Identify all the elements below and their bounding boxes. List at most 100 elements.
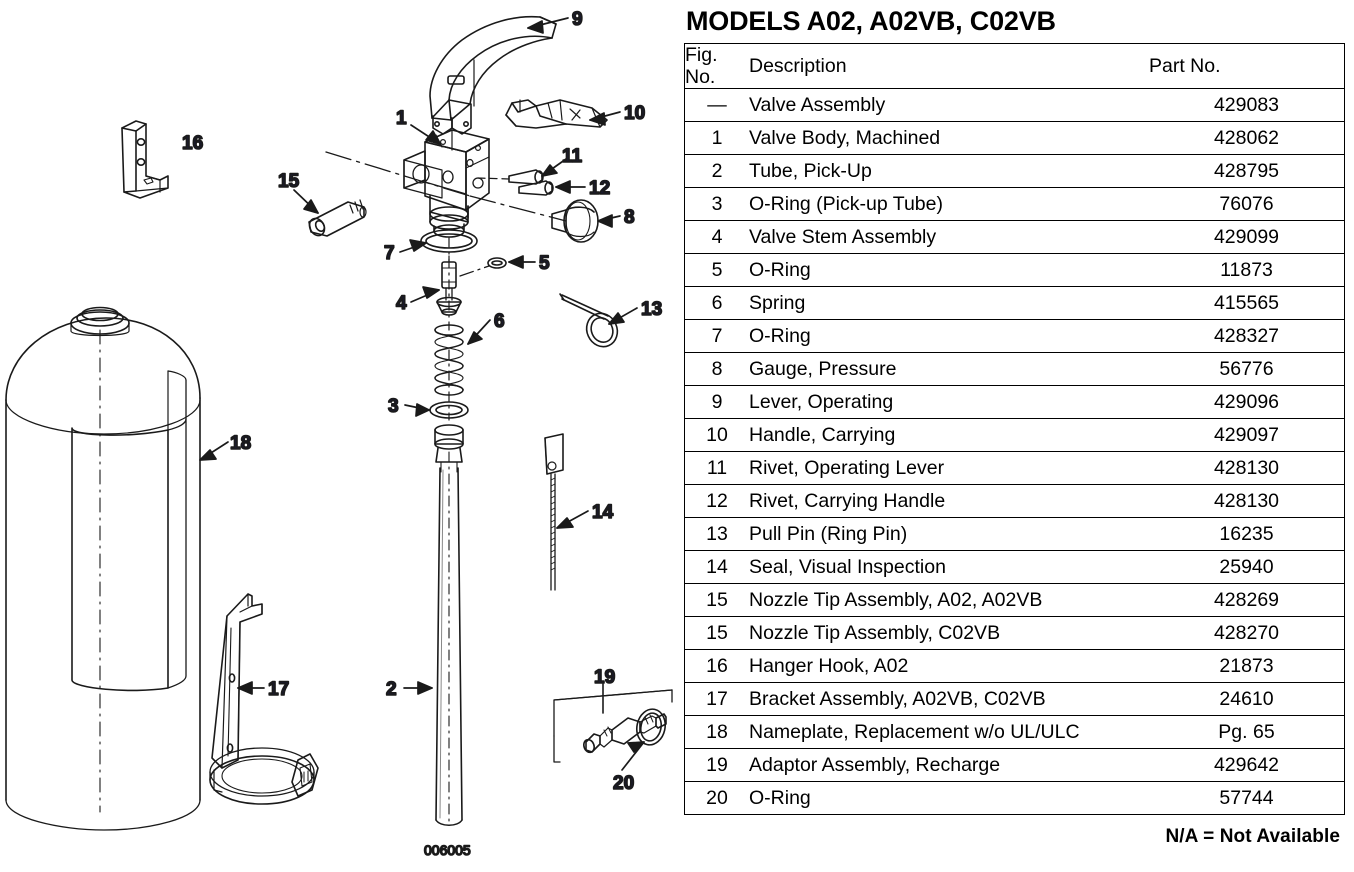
cell-description: Bracket Assembly, A02VB, C02VB xyxy=(749,682,1149,716)
cell-description: O-Ring xyxy=(749,253,1149,287)
cell-description: O-Ring xyxy=(749,319,1149,353)
cell-fig-no: 5 xyxy=(684,253,749,287)
column-header-description: Description xyxy=(749,43,1149,89)
callout-15: 15 xyxy=(278,171,300,192)
cell-part-no: 428795 xyxy=(1149,154,1345,188)
column-header-fig-no: Fig. No. xyxy=(684,43,749,89)
part-rivets xyxy=(477,169,554,196)
cell-description: Valve Body, Machined xyxy=(749,121,1149,155)
callout-leaders xyxy=(199,17,645,771)
cell-fig-no: 11 xyxy=(684,451,749,485)
part-pickup-tube xyxy=(434,424,464,826)
column-header-part-no: Part No. xyxy=(1149,43,1345,89)
cell-fig-no: 3 xyxy=(684,187,749,221)
cell-description: Lever, Operating xyxy=(749,385,1149,419)
cell-fig-no: 14 xyxy=(684,550,749,584)
parts-table: Fig. No. Description Part No. —Valve Ass… xyxy=(684,43,1345,815)
callout-4: 4 xyxy=(396,293,407,314)
part-oring-3 xyxy=(429,401,469,419)
cell-fig-no: 10 xyxy=(684,418,749,452)
parts-list-panel: MODELS A02, A02VB, C02VB Fig. No. Descri… xyxy=(684,0,1346,872)
cell-part-no: 415565 xyxy=(1149,286,1345,320)
cell-description: Rivet, Operating Lever xyxy=(749,451,1149,485)
cell-description: Valve Assembly xyxy=(749,88,1149,122)
cell-part-no: Pg. 65 xyxy=(1149,715,1345,749)
part-valve-body xyxy=(403,129,490,238)
cell-fig-no: — xyxy=(684,88,749,122)
cell-fig-no: 9 xyxy=(684,385,749,419)
callout-3: 3 xyxy=(388,396,399,417)
cell-part-no: 429083 xyxy=(1149,88,1345,122)
cell-part-no: 428130 xyxy=(1149,484,1345,518)
cell-description: Nozzle Tip Assembly, A02, A02VB xyxy=(749,583,1149,617)
header-row: Fig. No. Description Part No. xyxy=(684,43,1345,89)
part-carrying-handle xyxy=(505,99,608,129)
fig-header-line2: No. xyxy=(685,66,716,88)
cell-fig-no: 2 xyxy=(684,154,749,188)
callout-11: 11 xyxy=(562,146,583,167)
cell-fig-no: 15 xyxy=(684,616,749,650)
part-oring-7 xyxy=(420,229,478,253)
cell-description: Adaptor Assembly, Recharge xyxy=(749,748,1149,782)
cell-description: Gauge, Pressure xyxy=(749,352,1149,386)
cell-description: O-Ring xyxy=(749,781,1149,815)
callout-14: 14 xyxy=(592,502,614,523)
part-nozzle-tip xyxy=(308,199,367,237)
cell-description: Rivet, Carrying Handle xyxy=(749,484,1149,518)
cell-fig-no: 18 xyxy=(684,715,749,749)
part-gauge-pressure xyxy=(551,199,599,243)
cell-fig-no: 12 xyxy=(684,484,749,518)
cell-part-no: 11873 xyxy=(1149,253,1345,287)
callout-13: 13 xyxy=(641,299,662,320)
cell-part-no: 25940 xyxy=(1149,550,1345,584)
cell-description: Hanger Hook, A02 xyxy=(749,649,1149,683)
callout-2: 2 xyxy=(386,679,397,700)
cell-part-no: 429099 xyxy=(1149,220,1345,254)
cell-fig-no: 15 xyxy=(684,583,749,617)
callout-1: 1 xyxy=(396,108,407,129)
cell-part-no: 76076 xyxy=(1149,187,1345,221)
fig-header-line1: Fig. xyxy=(685,44,718,66)
cell-description: Nozzle Tip Assembly, C02VB xyxy=(749,616,1149,650)
cell-fig-no: 13 xyxy=(684,517,749,551)
availability-note: N/A = Not Available xyxy=(1165,826,1340,847)
callout-numbers: 9 16 1 10 11 12 15 8 7 5 4 13 6 3 18 14 … xyxy=(181,8,663,795)
cell-part-no: 428062 xyxy=(1149,121,1345,155)
callout-6: 6 xyxy=(494,311,505,332)
cell-part-no: 56776 xyxy=(1149,352,1345,386)
table-header: Fig. No. Description Part No. xyxy=(684,43,1345,89)
drawing-number: 006005 xyxy=(424,842,471,858)
cell-fig-no: 8 xyxy=(684,352,749,386)
cell-fig-no: 1 xyxy=(684,121,749,155)
cell-fig-no: 6 xyxy=(684,286,749,320)
part-cylinder-nameplate xyxy=(5,306,201,831)
part-bracket-assembly xyxy=(209,593,319,805)
cell-part-no: 428270 xyxy=(1149,616,1345,650)
part-adaptor-assembly xyxy=(553,689,673,763)
cell-part-no: 429096 xyxy=(1149,385,1345,419)
callout-5: 5 xyxy=(539,253,550,274)
cell-fig-no: 17 xyxy=(684,682,749,716)
cell-description: Pull Pin (Ring Pin) xyxy=(749,517,1149,551)
callout-20: 20 xyxy=(613,773,634,794)
callout-8: 8 xyxy=(624,207,635,228)
cell-description: Tube, Pick-Up xyxy=(749,154,1149,188)
callout-16: 16 xyxy=(182,133,203,154)
cell-part-no: 429097 xyxy=(1149,418,1345,452)
